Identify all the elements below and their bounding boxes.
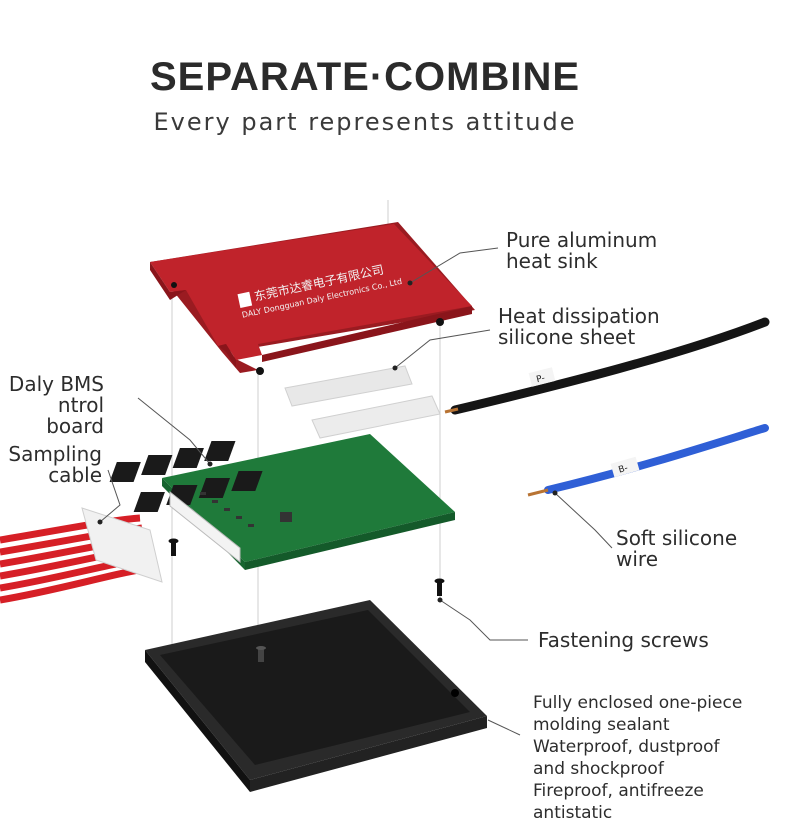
screws	[168, 538, 445, 596]
fastening-screws-label: Fastening screws	[538, 628, 709, 652]
control-board-label: Daly BMS ntrol board	[0, 374, 104, 437]
blue-wire-tag: B-	[617, 463, 629, 475]
blue-wire: B-	[527, 424, 769, 497]
housing-feature-line: and shockproof	[533, 759, 664, 780]
control-board-label-line2: ntrol board	[46, 393, 104, 438]
sampling-cable	[0, 507, 163, 604]
sampling-cable-label-line2: cable	[48, 463, 102, 487]
heat-sink-label-line1: Pure aluminum	[506, 228, 658, 252]
control-board-label-line1: Daly BMS	[8, 372, 104, 396]
daly-logo-icon	[237, 291, 253, 308]
heat-sink: 东莞市达睿电子有限公司 DALY Dongguan Daly Electroni…	[150, 222, 475, 375]
silicone-wire-label-line2: wire	[616, 547, 659, 571]
heat-sink-label-line2: heat sink	[506, 249, 598, 273]
silicone-sheet-label-line1: Heat dissipation	[498, 304, 660, 328]
housing-feature-line: Fireproof, antifreeze	[533, 781, 704, 802]
black-wire-tag: P-	[535, 373, 546, 385]
silicone-sheet-label: Heat dissipation silicone sheet	[498, 306, 660, 348]
silicone-sheet-label-line2: silicone sheet	[498, 325, 636, 349]
housing-feature-line: Fully enclosed one-piece	[533, 693, 743, 713]
heat-sink-label: Pure aluminum heat sink	[506, 230, 657, 272]
housing	[145, 600, 487, 792]
silicone-wire-label-line1: Soft silicone	[616, 526, 738, 550]
leader-lines	[99, 247, 613, 736]
bms-control-board	[109, 434, 455, 570]
page-title: SEPARATE·COMBINE	[149, 55, 581, 99]
housing-feature-line: molding sealant	[533, 715, 670, 736]
housing-feature-line: antistatic	[533, 803, 613, 824]
silicone-wire-label: Soft silicone wire	[616, 528, 737, 570]
sampling-cable-label-line1: Sampling	[8, 442, 102, 466]
page-subtitle: Every part represents attitude	[153, 108, 577, 136]
sampling-cable-label: Sampling cable	[0, 444, 102, 486]
housing-features-label: Fully enclosed one-piece molding sealant…	[533, 692, 742, 825]
housing-feature-line: Waterproof, dustproof	[533, 737, 720, 758]
silicone-sheets	[284, 365, 441, 439]
black-wire: P-	[444, 317, 770, 415]
